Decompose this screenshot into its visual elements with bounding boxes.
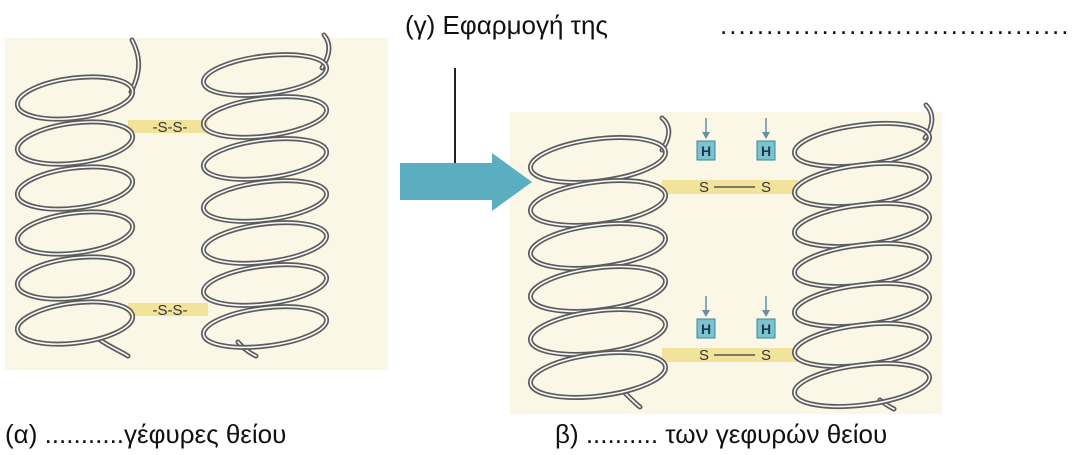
hydrogen-box bbox=[696, 140, 716, 161]
disulfide-bridge bbox=[128, 303, 208, 316]
helix-coil-highlight bbox=[529, 351, 667, 399]
helix-alpha-left bbox=[14, 37, 142, 359]
helix-tail-highlight bbox=[99, 339, 129, 357]
helix-coil-highlight bbox=[16, 166, 134, 210]
helix-coil-highlight bbox=[202, 305, 328, 349]
helix-coil-highlight bbox=[793, 362, 931, 408]
alpha-helices bbox=[14, 32, 935, 412]
down-arrow-icon bbox=[702, 132, 710, 139]
caption-alpha: (α) ...........γέφυρες θείου bbox=[5, 419, 286, 449]
hydrogen-marker: H bbox=[696, 296, 716, 339]
heading-gamma-blank: ...................................... bbox=[720, 10, 1071, 40]
hydrogen-label: H bbox=[761, 143, 771, 159]
down-arrow-icon bbox=[762, 310, 770, 317]
helix-beta-left bbox=[527, 115, 672, 410]
broken-bridge-bottom: S S bbox=[699, 347, 771, 364]
helix-beta-right bbox=[791, 102, 935, 412]
hydrogen-label: H bbox=[701, 321, 711, 337]
hydrogen-box bbox=[756, 318, 776, 339]
hydrogen-marker: H bbox=[696, 118, 716, 161]
helix-coil-highlight bbox=[16, 211, 134, 255]
hydrogen-label: H bbox=[701, 143, 711, 159]
sulfur-label: S bbox=[699, 179, 709, 196]
down-arrow-icon bbox=[762, 132, 770, 139]
disulfide-bridge bbox=[128, 120, 208, 133]
hydrogen-box bbox=[696, 318, 716, 339]
helix-alpha-right bbox=[200, 32, 332, 359]
helix-coil-highlight bbox=[16, 301, 134, 345]
helix-coil-highlight bbox=[202, 263, 328, 307]
sulfur-label: S bbox=[761, 347, 771, 364]
hydrogen-marker: H bbox=[756, 296, 776, 339]
sulfur-label: S bbox=[699, 347, 709, 364]
helix-coil-highlight bbox=[202, 179, 328, 223]
disulfide-bridge-label: -S-S- bbox=[153, 119, 188, 136]
helix-tail-highlight bbox=[237, 341, 257, 357]
helix-tail-highlight bbox=[624, 392, 641, 408]
arrow-right-icon bbox=[400, 153, 532, 211]
broken-bridge-top: S S bbox=[699, 179, 771, 196]
helix-coil-highlight bbox=[202, 95, 328, 139]
caption-beta: β) .......... των γεφυρών θείου bbox=[555, 419, 887, 449]
panel-alpha-background bbox=[5, 38, 388, 370]
hydrogen-box bbox=[756, 140, 776, 161]
helix-coil-highlight bbox=[202, 53, 328, 97]
helix-coil-highlight bbox=[16, 76, 134, 120]
down-arrow-icon bbox=[702, 310, 710, 317]
panel-beta-background bbox=[510, 112, 942, 414]
disulfide-bridge-label: -S-S- bbox=[153, 302, 188, 319]
helix-coil-highlight bbox=[16, 256, 134, 300]
heading-gamma-label: (γ) Εφαρμογή της bbox=[405, 10, 608, 40]
helix-coil-highlight bbox=[202, 137, 328, 181]
sulfur-label: S bbox=[761, 179, 771, 196]
hydrogen-label: H bbox=[761, 321, 771, 337]
helix-coil-highlight bbox=[202, 221, 328, 265]
helix-coil-highlight bbox=[16, 121, 134, 165]
hydrogen-marker: H bbox=[756, 118, 776, 161]
